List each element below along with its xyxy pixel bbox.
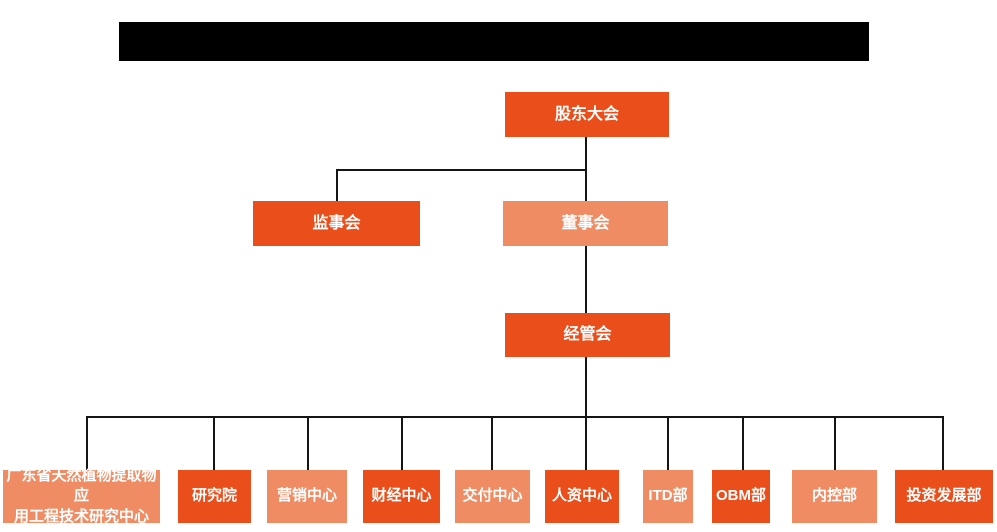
node-hr-center: 人资中心 [545,470,619,523]
node-research-institute: 研究院 [178,470,251,523]
redacted-title-bar [119,22,869,61]
node-supervisory-board: 监事会 [253,201,420,246]
node-management-committee: 经管会 [505,313,670,357]
node-research-center: 广东省天然植物提取物应 用工程技术研究中心 [3,467,160,525]
node-delivery-center: 交付中心 [455,470,530,523]
node-finance-center: 财经中心 [363,470,440,523]
node-itd-department: ITD部 [643,470,693,523]
node-board-of-directors: 董事会 [503,201,668,246]
node-shareholders-meeting: 股东大会 [505,92,669,137]
node-investment-development-department: 投资发展部 [895,470,993,523]
node-internal-control-department: 内控部 [792,470,877,523]
node-obm-department: OBM部 [712,470,770,523]
node-marketing-center: 营销中心 [267,470,347,523]
